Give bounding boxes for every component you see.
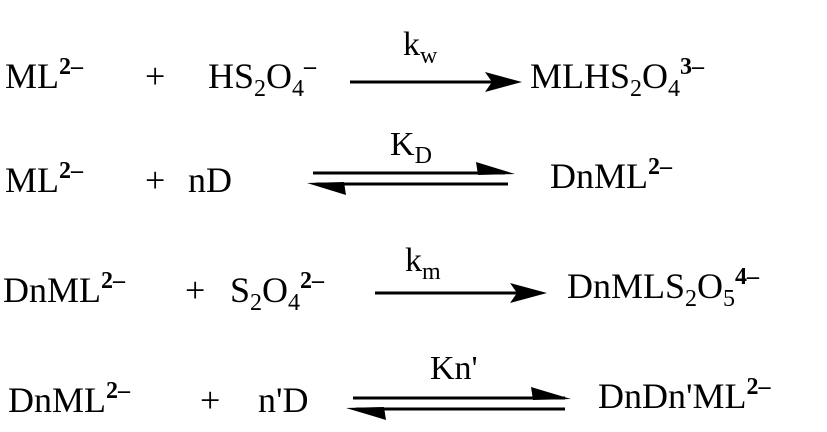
formula-text: ML [5, 160, 59, 200]
charge-superscript: 4‒ [735, 264, 760, 290]
formula-text: DnML [550, 156, 648, 196]
r3-rate-constant: km [405, 242, 441, 285]
formula-text: K [390, 126, 415, 163]
r4-reactant1: DnML2‒ [8, 379, 130, 420]
charge-superscript: ‒ [304, 54, 317, 80]
subscript: 4 [292, 76, 305, 102]
r2-product: DnML2‒ [550, 155, 672, 196]
subscript: 2 [254, 76, 267, 102]
r3-reactant2: S2O42‒ [230, 269, 324, 315]
charge-superscript: 2‒ [648, 154, 672, 180]
subscript: 4 [668, 76, 681, 102]
subscript: w [420, 43, 438, 69]
r4-product: DnDn'ML2‒ [598, 375, 770, 416]
formula-text: DnMLS [567, 266, 686, 306]
formula-text: n'D [258, 380, 309, 420]
r2-equilibrium-constant: KD [390, 126, 432, 169]
subscript: D [414, 143, 432, 169]
formula-text: MLHS [530, 56, 631, 96]
formula-text: DnML [3, 270, 101, 310]
formula-text: S [230, 270, 251, 310]
formula-text: k [405, 242, 422, 279]
r2-equilibrium-arrows [307, 162, 515, 195]
r1-reactant1: ML2‒ [5, 55, 83, 96]
charge-superscript: 2‒ [59, 54, 83, 80]
r3-product: DnMLS2O54‒ [567, 265, 759, 311]
formula-text: HS [208, 56, 255, 96]
r1-rate-constant: kw [403, 26, 437, 69]
r2-reactant2: nD [188, 162, 232, 198]
charge-superscript: 2‒ [746, 374, 771, 400]
formula-text: DnML [8, 380, 106, 420]
r2-plus: + [145, 160, 166, 200]
subscript: 2 [250, 290, 263, 316]
subscript: 2 [630, 76, 643, 102]
r4-plus: + [200, 380, 221, 420]
charge-superscript: 2‒ [300, 268, 325, 294]
formula-text: ML [5, 56, 59, 96]
r4-equilibrium-constant: Kn' [430, 350, 478, 387]
formula-text: O [642, 56, 669, 96]
formula-text: k [403, 26, 420, 63]
formula-text: O [262, 270, 289, 310]
subscript: 2 [685, 286, 698, 312]
formula-text: O [697, 266, 724, 306]
formula-text: DnDn'ML [598, 376, 747, 416]
formula-text: O [266, 56, 293, 96]
subscript: 5 [723, 286, 736, 312]
charge-superscript: 2‒ [101, 268, 125, 294]
r4-equilibrium-arrows [346, 387, 571, 420]
r4-reactant2: n'D [258, 382, 308, 418]
r3-reactant1: DnML2‒ [3, 269, 125, 310]
r3-plus: + [185, 270, 206, 310]
r2-reactant1: ML2‒ [5, 159, 83, 200]
subscript: 4 [288, 290, 301, 316]
r1-reactant2: HS2O4‒ [208, 55, 316, 101]
charge-superscript: 3‒ [680, 54, 705, 80]
r1-forward-arrow [350, 72, 522, 92]
charge-superscript: 2‒ [59, 158, 83, 184]
formula-text: nD [188, 160, 232, 200]
r1-product: MLHS2O43‒ [530, 55, 704, 101]
r1-plus: + [145, 56, 166, 96]
r3-forward-arrow [375, 283, 547, 303]
charge-superscript: 2‒ [106, 378, 130, 404]
subscript: m [422, 259, 441, 285]
